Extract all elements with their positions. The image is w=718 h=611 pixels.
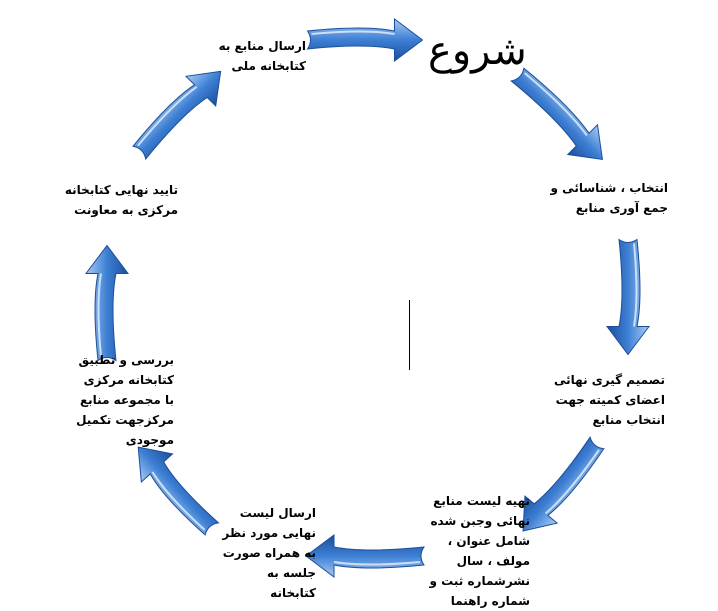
arrow-right [606, 238, 650, 356]
arrow-bottom-right [522, 436, 605, 532]
arrow-bottom-right-highlight [544, 449, 600, 515]
arrow-bottom-highlight [333, 561, 421, 566]
arrow-top [306, 18, 424, 62]
arrow-bottom [305, 534, 426, 578]
step-approve: تایید نهایی کتابخانه مرکزی به معاونت [64, 183, 178, 217]
arrow-top-left [132, 70, 222, 161]
arrow-left [85, 244, 129, 362]
arrow-top-right [510, 67, 604, 161]
step-review: بررسی و تطبیق کتابخانه مرکزی با مجموعه م… [76, 353, 174, 447]
arrow-bottom-left [137, 446, 220, 536]
divider-line [409, 300, 410, 370]
arrow-right-highlight [633, 243, 638, 327]
step-send-list: ارسال لیست نهایی مورد نظر به همراه صورت … [222, 506, 316, 600]
step-send-national: ارسال منابع به کتابخانه ملی [218, 39, 306, 73]
arrow-top-highlight [311, 30, 395, 35]
arrow-left-highlight [97, 273, 102, 357]
process-cycle-diagram [85, 18, 650, 578]
arrow-bottom-left-highlight [151, 471, 206, 531]
step-list: تهیه لیست منابع نهائی وجبن شده شامل عنوا… [429, 494, 530, 608]
start-label: شروع [428, 28, 527, 74]
step-decision: تصمیم گیری نهائی اعضای کمیته جهت انتخاب … [554, 373, 665, 427]
arrow-top-left-highlight [137, 86, 198, 147]
step-select: انتخاب ، شناسائی و جمع آوری منابع [550, 181, 668, 215]
arrow-top-right-highlight [524, 72, 588, 136]
